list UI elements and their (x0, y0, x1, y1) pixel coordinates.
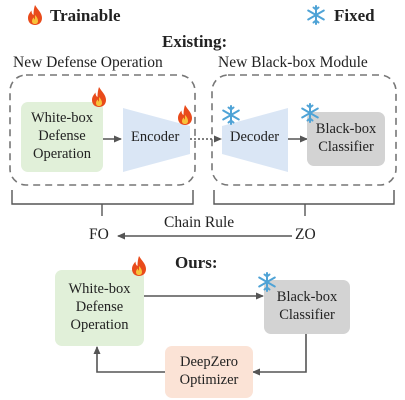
optimizer-line: Optimizer (179, 372, 239, 388)
snowflake-icon (222, 105, 240, 125)
zo-label: ZO (295, 226, 316, 243)
whitebox-line: Defense (38, 128, 86, 145)
decoder-label: Decoder (230, 129, 280, 145)
decoder-shape (222, 108, 288, 172)
existing-title: Existing: (162, 32, 228, 51)
whitebox-line: Operation (33, 145, 91, 162)
blackbox-group-label: New Black-box Module (218, 54, 368, 71)
ours-blackbox-to-optimizer-arrow (252, 334, 307, 376)
existing-blackbox-classifier-box: Black-box Classifier (307, 112, 385, 166)
fire-icon (92, 87, 106, 107)
defense-group-label: New Defense Operation (13, 54, 163, 71)
whitebox-line: White-box (68, 281, 131, 298)
encoder-label: Encoder (131, 129, 180, 145)
legend-trainable-label: Trainable (50, 6, 121, 25)
ours-optimizer-to-whitebox-arrow (93, 346, 165, 373)
ours-blackbox-classifier-box: Black-box Classifier (264, 280, 350, 334)
blackbox-line: Classifier (279, 307, 335, 323)
fire-icon (132, 256, 146, 276)
existing-whitebox-defense-box: White-box Defense Operation (21, 102, 103, 172)
ours-whitebox-defense-box: White-box Defense Operation (55, 270, 144, 346)
fire-icon (28, 5, 42, 25)
zo-brace (213, 190, 395, 216)
snowflake-icon (307, 5, 325, 25)
optimizer-line: DeepZero (180, 354, 238, 371)
blackbox-line: Black-box (315, 121, 377, 138)
blackbox-group-outline (211, 74, 397, 186)
blackbox-line: Classifier (318, 139, 374, 155)
whitebox-line: Defense (75, 299, 124, 316)
fire-icon (178, 105, 192, 125)
legend-fixed-label: Fixed (334, 6, 375, 25)
fo-brace (11, 190, 194, 216)
snowflake-icon (258, 272, 276, 292)
whitebox-line: White-box (30, 110, 93, 127)
chain-rule-label: Chain Rule (164, 214, 235, 231)
defense-group-outline (9, 74, 196, 186)
ours-title: Ours: (175, 253, 218, 272)
encoder-shape (123, 108, 190, 172)
blackbox-line: Black-box (276, 289, 338, 306)
whitebox-line: Operation (70, 316, 129, 333)
deepzero-optimizer-box: DeepZero Optimizer (165, 346, 253, 398)
fo-label: FO (89, 226, 109, 243)
snowflake-icon (301, 103, 319, 123)
